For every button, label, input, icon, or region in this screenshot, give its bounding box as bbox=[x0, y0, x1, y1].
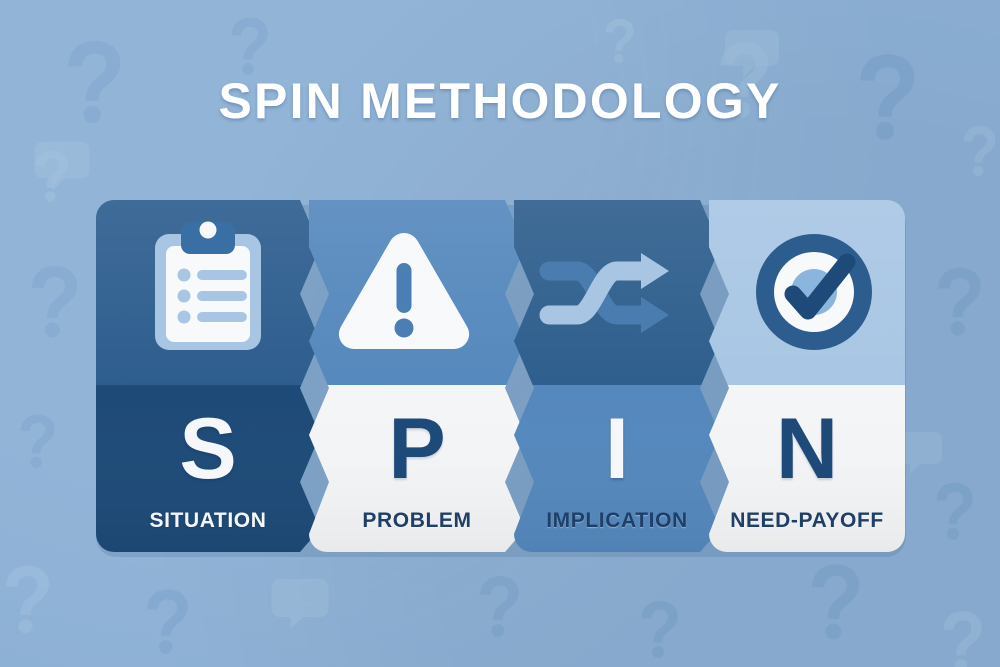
card-situation-letter: S bbox=[179, 401, 237, 497]
card-need-payoff-text: N NEED-PAYOFF bbox=[709, 406, 905, 531]
spin-card-problem[interactable] bbox=[300, 195, 540, 560]
spin-card-implication[interactable] bbox=[505, 195, 745, 560]
card-problem-letter: P bbox=[388, 401, 446, 497]
card-situation-text: S SITUATION bbox=[96, 406, 320, 531]
card-implication-text: I IMPLICATION bbox=[514, 406, 720, 531]
clipboard-checklist-icon bbox=[155, 221, 261, 350]
card-implication-name: IMPLICATION bbox=[546, 509, 688, 532]
card-problem-text: P PROBLEM bbox=[309, 406, 525, 531]
spin-card-need-payoff[interactable] bbox=[700, 195, 915, 560]
shuffle-arrows-icon bbox=[539, 253, 669, 333]
card-situation-name: SITUATION bbox=[149, 509, 267, 532]
target-check-icon bbox=[756, 234, 872, 350]
card-need-payoff-name: NEED-PAYOFF bbox=[730, 509, 884, 532]
card-need-payoff-letter: N bbox=[775, 401, 839, 497]
page-title: SPIN METHODOLOGY bbox=[218, 73, 782, 129]
card-implication-letter: I bbox=[605, 401, 629, 497]
card-problem-name: PROBLEM bbox=[362, 509, 472, 532]
warning-triangle-icon bbox=[338, 233, 470, 349]
spin-card-situation[interactable] bbox=[90, 195, 330, 560]
card-implication-sheen bbox=[514, 200, 720, 552]
